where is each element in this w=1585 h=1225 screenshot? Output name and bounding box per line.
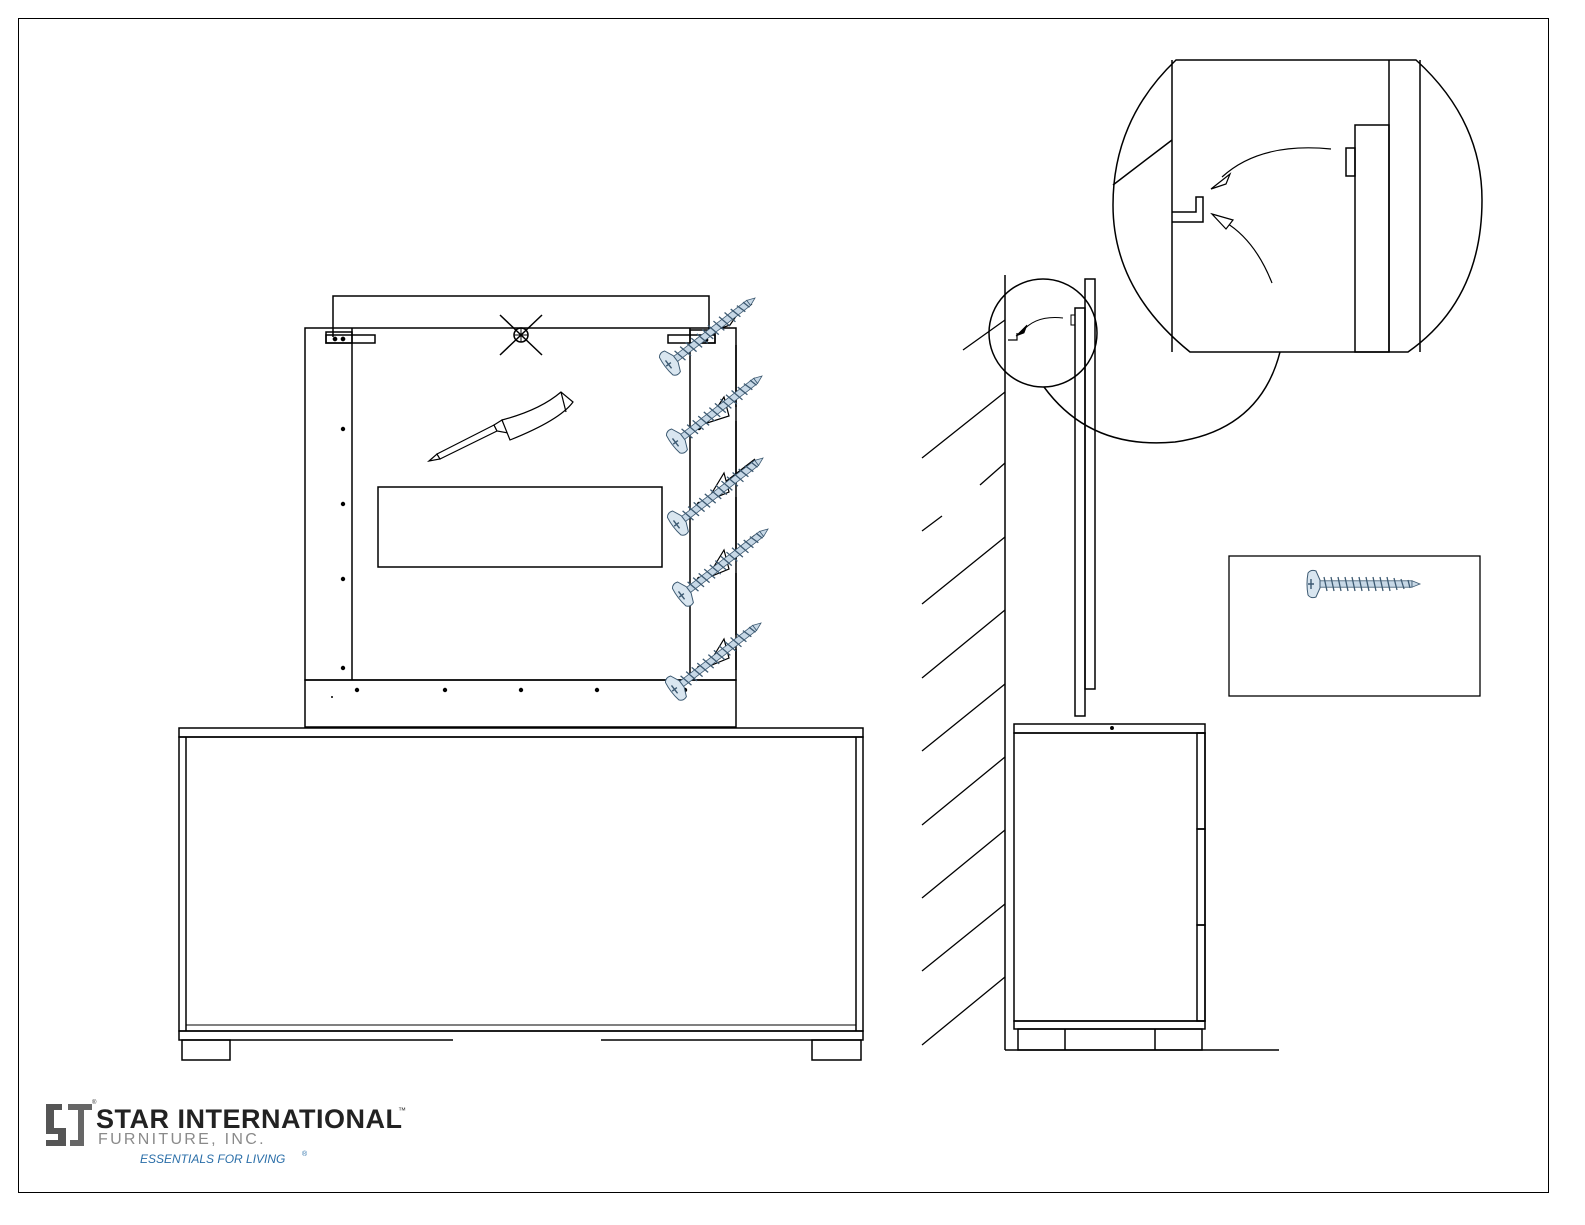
mirror-glass-side	[1085, 279, 1095, 689]
left-bracket-plate	[326, 332, 352, 343]
dresser-base	[179, 1031, 863, 1040]
wall-hatching	[922, 320, 1005, 1045]
screws	[657, 287, 776, 702]
dresser-top	[179, 728, 863, 737]
dresser-side-top	[1014, 724, 1205, 733]
side-view	[922, 275, 1279, 1050]
logo-subtitle: FURNITURE, INC.	[98, 1131, 266, 1149]
logo-tagline-registered: ®	[302, 1151, 307, 1158]
hardware-box	[1229, 556, 1480, 696]
detail-bubble	[1113, 60, 1482, 352]
star-logo-icon	[46, 1104, 92, 1146]
logo-tagline: ESSENTIALS FOR LIVING	[140, 1152, 285, 1166]
mirror-frame	[305, 328, 736, 680]
center-mark	[500, 315, 542, 355]
screwdriver-icon	[429, 392, 573, 461]
dresser-body	[179, 737, 863, 1031]
screw-holes	[331, 426, 701, 698]
dresser-foot-left	[182, 1040, 230, 1060]
screw-icon	[663, 612, 769, 702]
leader-curve	[1044, 352, 1280, 443]
dresser-side-body	[1014, 733, 1205, 1021]
screw-icon	[664, 365, 770, 455]
detail-magnified	[1044, 60, 1482, 443]
mirror-label-panel	[378, 487, 662, 567]
screw-icon	[1307, 570, 1420, 597]
screw-icon	[665, 447, 771, 537]
logo-trademark: ™	[398, 1106, 406, 1115]
screw-icon	[657, 287, 763, 377]
front-view	[179, 296, 863, 1060]
dresser-foot-right	[812, 1040, 861, 1060]
